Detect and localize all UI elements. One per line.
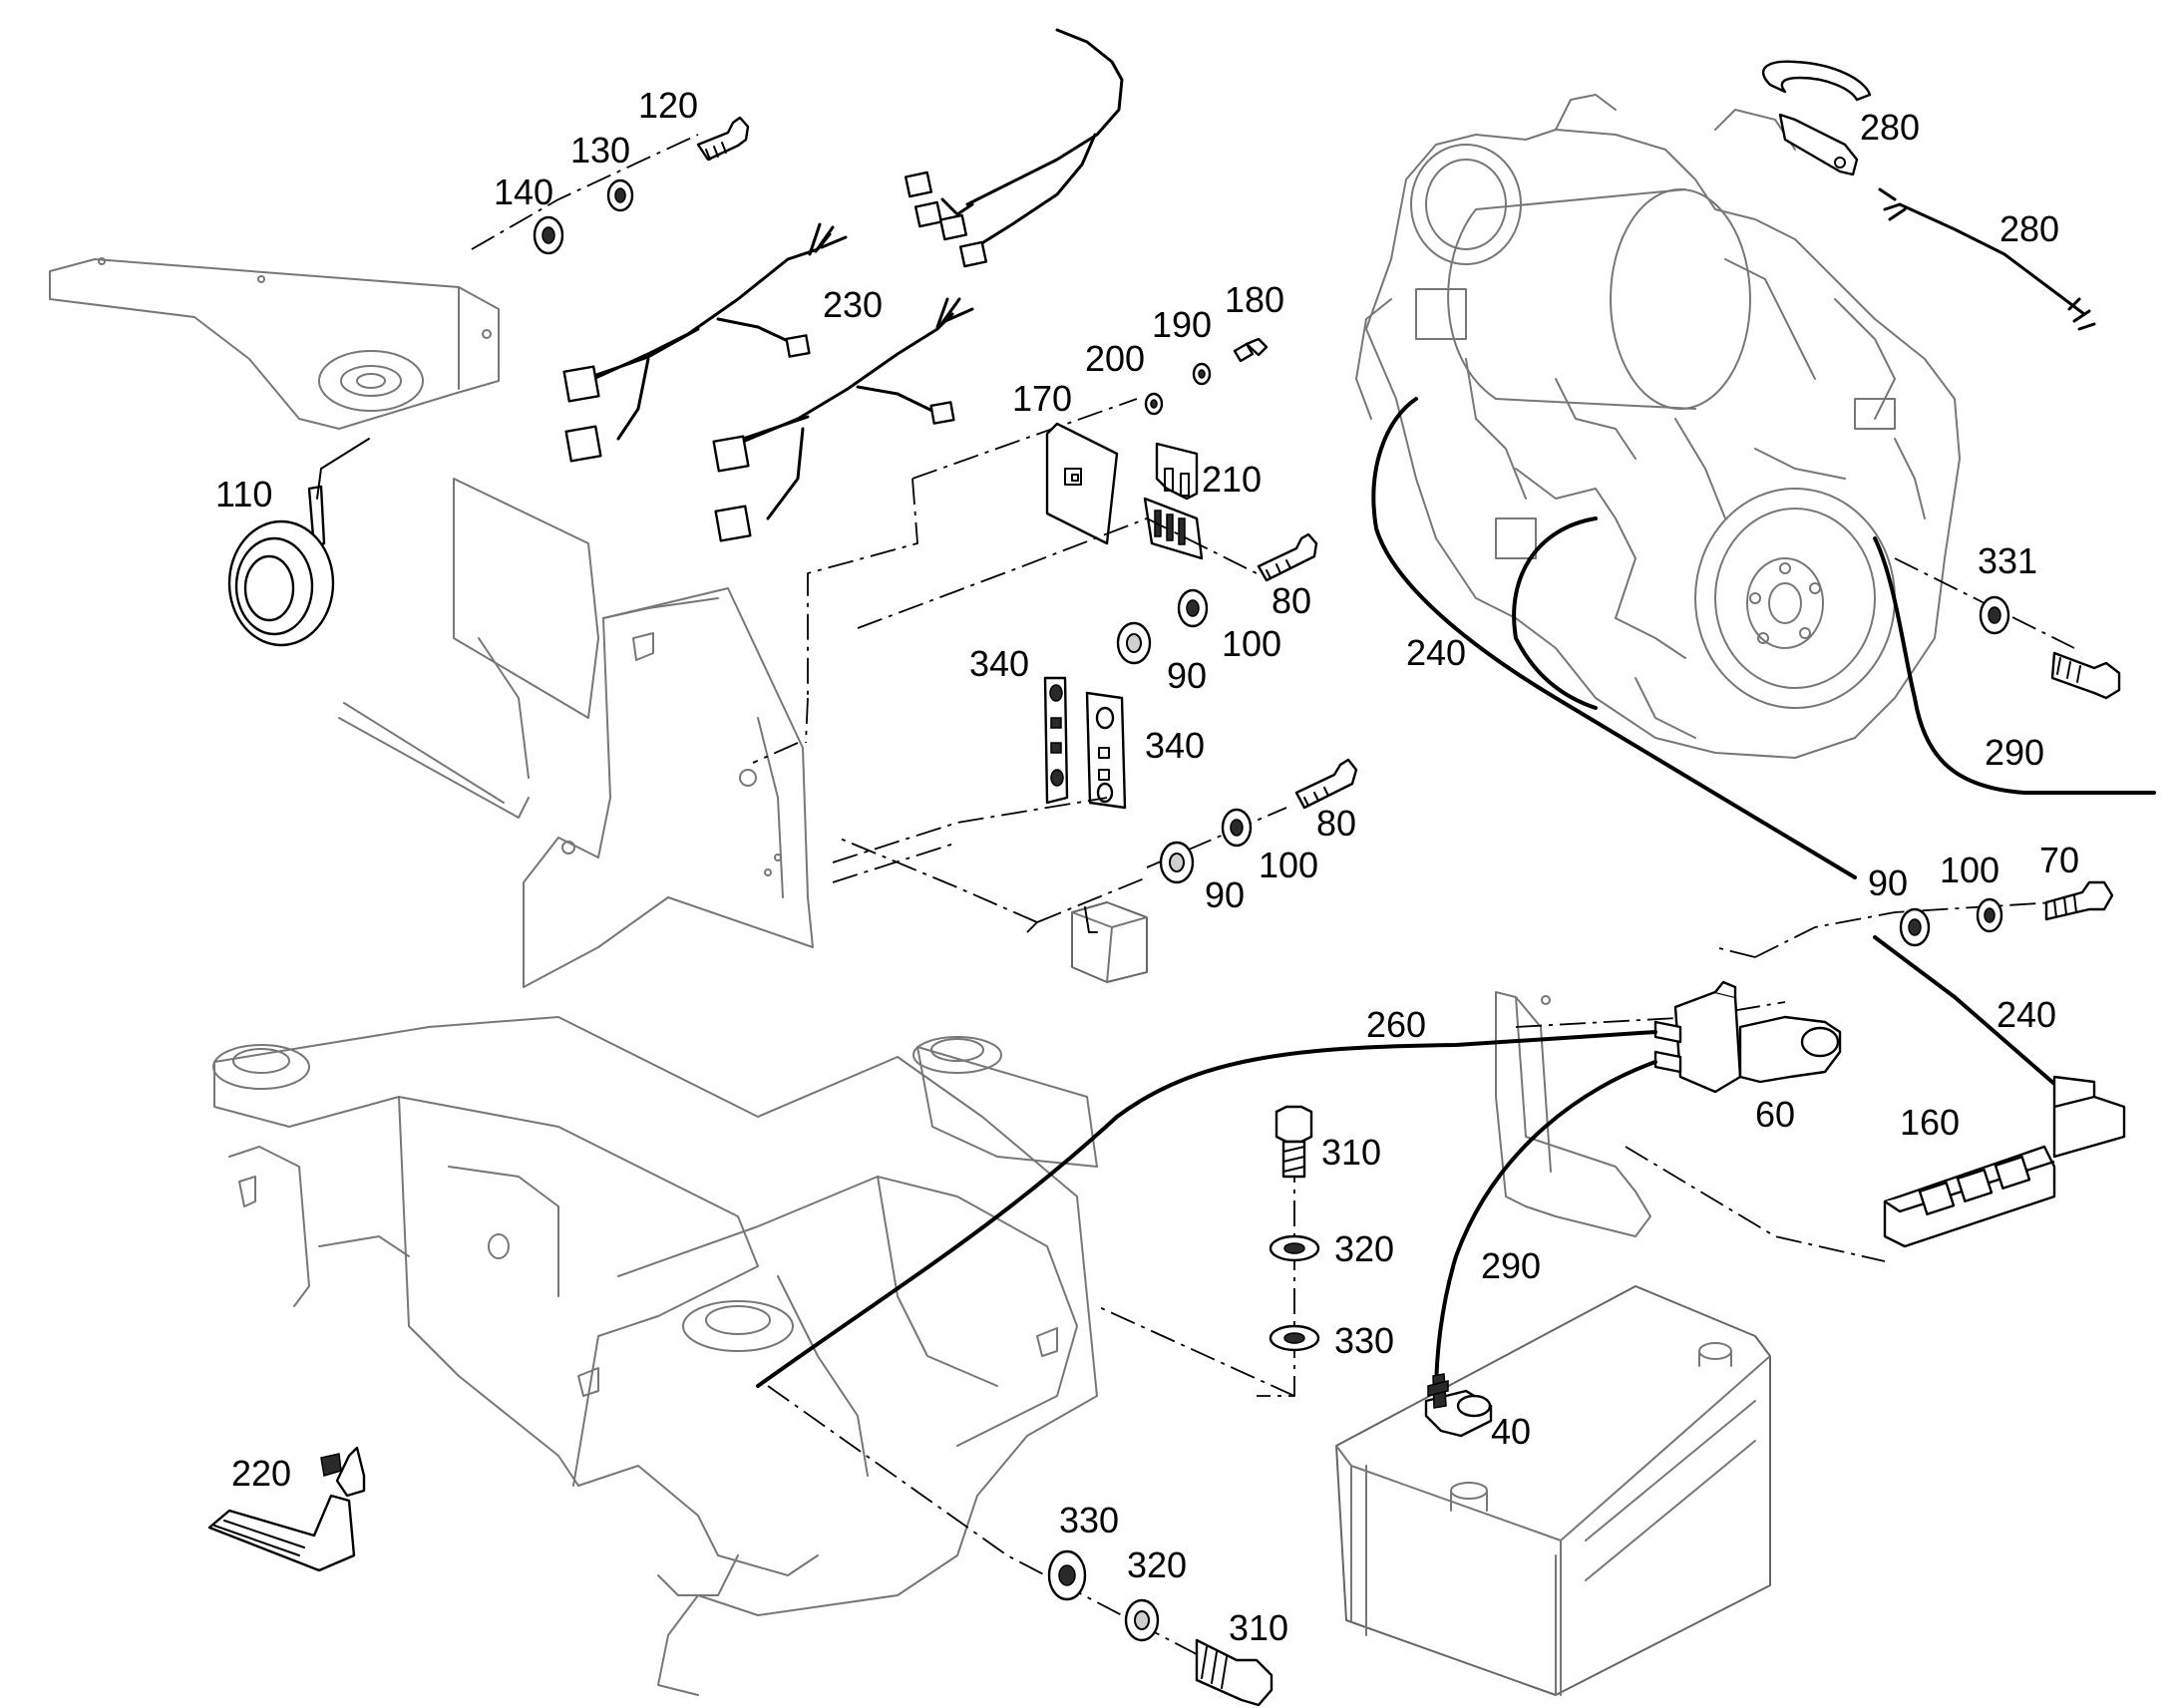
- washer-100-upper: [1177, 588, 1209, 628]
- callout-220: 220: [231, 1453, 291, 1494]
- callout-160: 160: [1900, 1102, 1960, 1143]
- leaders-horn-bolts: [471, 134, 699, 250]
- bolt-310-center: [1274, 1105, 1313, 1179]
- callout-100-lower: 100: [1259, 845, 1318, 885]
- callout-100-upper: 100: [1222, 623, 1281, 664]
- callout-180: 180: [1225, 279, 1284, 320]
- washer-330-bottom: [1047, 1549, 1087, 1601]
- clamp-280: [1761, 60, 1872, 176]
- bolt-80-upper: [1257, 532, 1318, 582]
- cable-260: [756, 1030, 1657, 1388]
- side-panel: [338, 478, 599, 819]
- wiring-harness-230: [562, 222, 848, 463]
- callout-330-bottom: 330: [1059, 1500, 1119, 1540]
- horn-bracket: [49, 257, 500, 430]
- washer-90-lower: [1159, 841, 1195, 884]
- callout-130: 130: [570, 130, 630, 171]
- wiring-harness-upper: [904, 28, 1124, 268]
- plate-340-a: [1043, 676, 1069, 805]
- leader-170-chain: [752, 398, 1138, 764]
- washer-330-center: [1269, 1324, 1320, 1352]
- leader-bottom: [767, 1385, 1238, 1676]
- callout-340-b: 340: [1145, 725, 1205, 766]
- wiring-harness-230-b: [712, 297, 974, 542]
- callout-70: 70: [2039, 840, 2079, 880]
- callout-240-lower: 240: [1997, 994, 2056, 1035]
- callout-200: 200: [1085, 338, 1145, 379]
- callout-60: 60: [1755, 1094, 1795, 1135]
- wire-280: [1878, 187, 2096, 331]
- washer-320-center: [1269, 1234, 1320, 1262]
- engine-assembly: [1355, 94, 1961, 759]
- callout-340-a: 340: [969, 643, 1029, 684]
- callout-120: 120: [638, 85, 698, 126]
- washer-331: [1979, 595, 2010, 635]
- plate-340-b: [1085, 691, 1127, 810]
- plate-170: [1045, 422, 1119, 545]
- callout-90-lower: 90: [1205, 874, 1245, 915]
- bolt-80-lower: [1294, 758, 1358, 810]
- callout-290-lower: 290: [1481, 1245, 1541, 1286]
- callout-170: 170: [1012, 378, 1072, 419]
- washer-320-bottom: [1124, 1598, 1160, 1642]
- switch-220: [207, 1446, 366, 1572]
- battery: [1335, 1285, 1771, 1696]
- washer-190: [1192, 362, 1212, 386]
- leader-upper: [857, 517, 1258, 629]
- washer-140: [533, 215, 564, 255]
- callout-310-bottom: 310: [1229, 1607, 1288, 1648]
- callout-280-clamp: 280: [1860, 107, 1920, 148]
- cable-290-lower: [1434, 1060, 1657, 1398]
- callout-110: 110: [215, 474, 272, 514]
- leader-310-center: [1096, 1157, 1295, 1397]
- callout-90-right: 90: [1868, 862, 1908, 903]
- bolt-331: [2050, 651, 2121, 700]
- bolt-310-bottom: [1195, 1638, 1273, 1707]
- callout-40: 40: [1491, 1411, 1531, 1452]
- callout-320-center: 320: [1334, 1228, 1394, 1269]
- fuse-210: [1155, 442, 1199, 501]
- leader-70: [1714, 901, 2055, 958]
- callout-320-bottom: 320: [1127, 1544, 1187, 1585]
- callout-100-right: 100: [1940, 850, 1999, 890]
- callout-190: 190: [1152, 304, 1212, 345]
- callout-280-wire: 280: [1999, 208, 2059, 249]
- bolt-120: [696, 116, 750, 162]
- washer-200: [1144, 392, 1164, 416]
- washer-90-right: [1899, 907, 1931, 947]
- bolt-70: [2044, 880, 2114, 921]
- chassis-frame: [212, 1016, 1098, 1696]
- fuse-block-210: [1143, 497, 1204, 560]
- callout-310-center: 310: [1321, 1132, 1381, 1173]
- callout-labels: 120 130 140 110 230 180 190 200 170 210 …: [215, 85, 2079, 1648]
- callout-330-center: 330: [1334, 1320, 1394, 1361]
- callout-290-upper: 290: [1985, 732, 2044, 773]
- screw-180: [1233, 337, 1269, 363]
- terminal-clamp-40: [1424, 1373, 1493, 1438]
- fuse-holder-160: [1625, 1095, 2126, 1262]
- callout-90-upper: 90: [1167, 655, 1207, 696]
- callout-230: 230: [823, 284, 883, 325]
- callout-331: 331: [1978, 540, 2037, 581]
- callout-140: 140: [494, 171, 553, 212]
- relay-box: [1071, 901, 1148, 983]
- callout-260: 260: [1366, 1004, 1426, 1045]
- callout-210: 210: [1202, 459, 1262, 500]
- mounting-bracket-plate: [523, 587, 814, 988]
- cable-290-upper: [1873, 536, 2156, 795]
- battery-switch-60: [1653, 980, 1842, 1094]
- callout-80-upper: 80: [1272, 580, 1311, 621]
- horn-110: [227, 438, 370, 647]
- washer-90-upper: [1116, 621, 1152, 665]
- callout-80-lower: 80: [1316, 803, 1356, 844]
- callout-240-upper: 240: [1406, 632, 1466, 673]
- washer-130: [606, 178, 634, 212]
- washer-100-right: [1976, 897, 2003, 933]
- washer-100-lower: [1221, 808, 1253, 848]
